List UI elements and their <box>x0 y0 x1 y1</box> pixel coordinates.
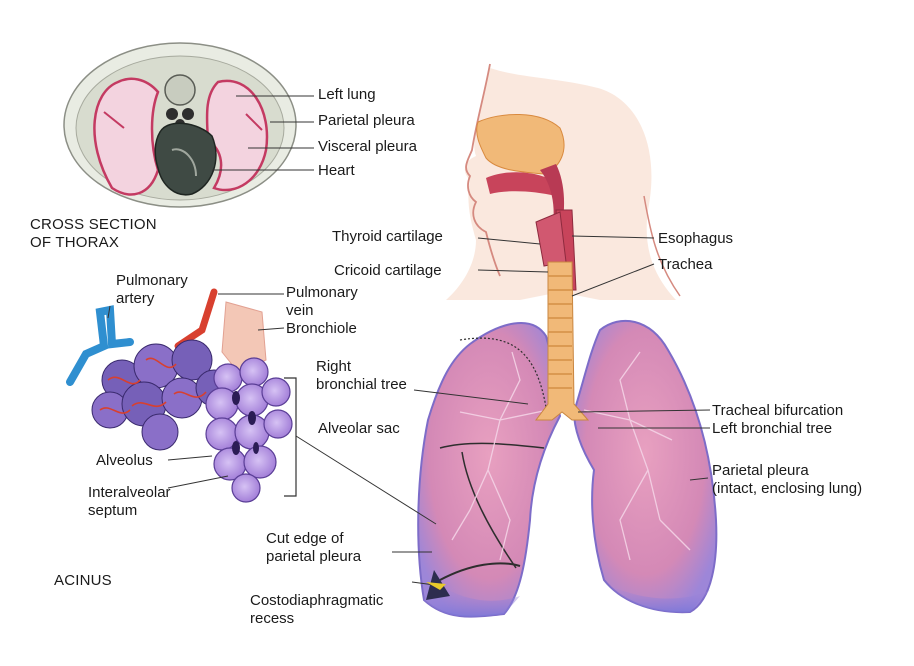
label-costodiaphragmatic-1: Costodiaphragmatic <box>250 592 384 609</box>
thorax-leader-lines <box>212 95 314 171</box>
label-alveolus: Alveolus <box>96 452 153 469</box>
label-esophagus: Esophagus <box>658 230 734 247</box>
left-lung <box>572 319 718 614</box>
label-interalveolar-septum-2: septum <box>88 502 138 519</box>
label-tracheal-bifurcation: Tracheal bifurcation <box>712 402 844 419</box>
label-interalveolar-septum-1: Interalveolar <box>88 484 171 501</box>
label-trachea: Trachea <box>658 256 713 273</box>
caption-cross-section-line1: CROSS SECTION <box>30 216 157 233</box>
label-alveolar-sac: Alveolar sac <box>318 420 400 437</box>
leader-lines <box>107 235 711 587</box>
recess-arrow <box>426 582 446 590</box>
label-parietal-pleura-1: Parietal pleura <box>712 462 809 479</box>
right-lung <box>417 321 562 618</box>
label-thyroid-cartilage: Thyroid cartilage <box>332 228 443 245</box>
label-left-lung: Left lung <box>318 86 376 103</box>
acinus-illustration <box>66 288 297 503</box>
label-bronchiole: Bronchiole <box>286 320 357 337</box>
label-pulmonary-vein-2: vein <box>286 302 314 319</box>
label-left-bronchial-tree: Left bronchial tree <box>712 420 833 437</box>
label-right-bronchial-tree-1: Right <box>316 358 352 375</box>
caption-acinus: ACINUS <box>54 572 112 589</box>
label-cut-edge-2: parietal pleura <box>266 548 362 565</box>
label-costodiaphragmatic-2: recess <box>250 610 295 627</box>
caption-cross-section-line2: OF THORAX <box>30 234 120 251</box>
label-heart: Heart <box>318 162 355 179</box>
label-right-bronchial-tree-2: bronchial tree <box>316 376 407 393</box>
label-parietal-pleura-top: Parietal pleura <box>318 112 415 129</box>
label-cricoid-cartilage: Cricoid cartilage <box>334 262 442 279</box>
label-visceral-pleura: Visceral pleura <box>318 138 417 155</box>
label-parietal-pleura-2: (intact, enclosing lung) <box>712 480 863 497</box>
label-pulmonary-artery-1: Pulmonary <box>116 272 188 289</box>
label-cut-edge-1: Cut edge of <box>266 530 344 547</box>
trachea <box>535 261 590 421</box>
label-pulmonary-vein-1: Pulmonary <box>286 284 358 301</box>
thorax-cross-section <box>63 42 297 208</box>
label-pulmonary-artery-2: artery <box>116 290 155 307</box>
